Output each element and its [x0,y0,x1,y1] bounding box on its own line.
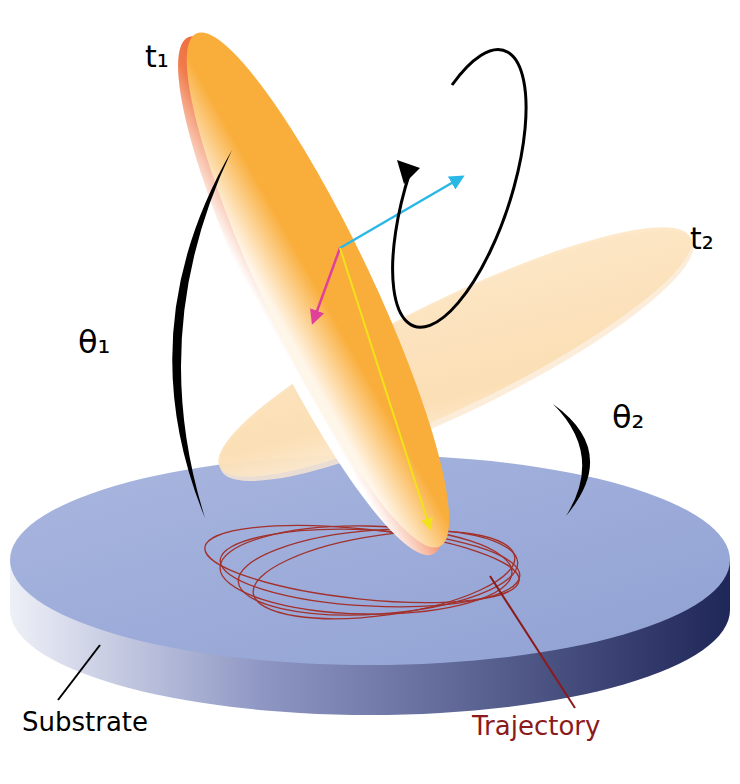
normal-vector [340,177,462,248]
rotation-arrow [393,50,526,328]
disk-t1 [137,10,490,578]
angle-arc-theta1 [172,150,232,518]
time-label: t₂ [690,222,714,255]
angle-label: θ₁ [78,325,110,360]
substrate-leader [58,645,100,700]
part-name: Substrate [22,708,148,737]
time-label: t₁ [145,40,169,73]
inplane-vector [313,248,340,322]
long-axis-vector [340,248,430,528]
angle-arc-theta2 [553,404,590,516]
angle-label: θ₂ [612,400,644,435]
part-name: Trajectory [472,712,600,741]
trajectory-leader [490,576,575,708]
trajectory-loops [201,513,523,633]
